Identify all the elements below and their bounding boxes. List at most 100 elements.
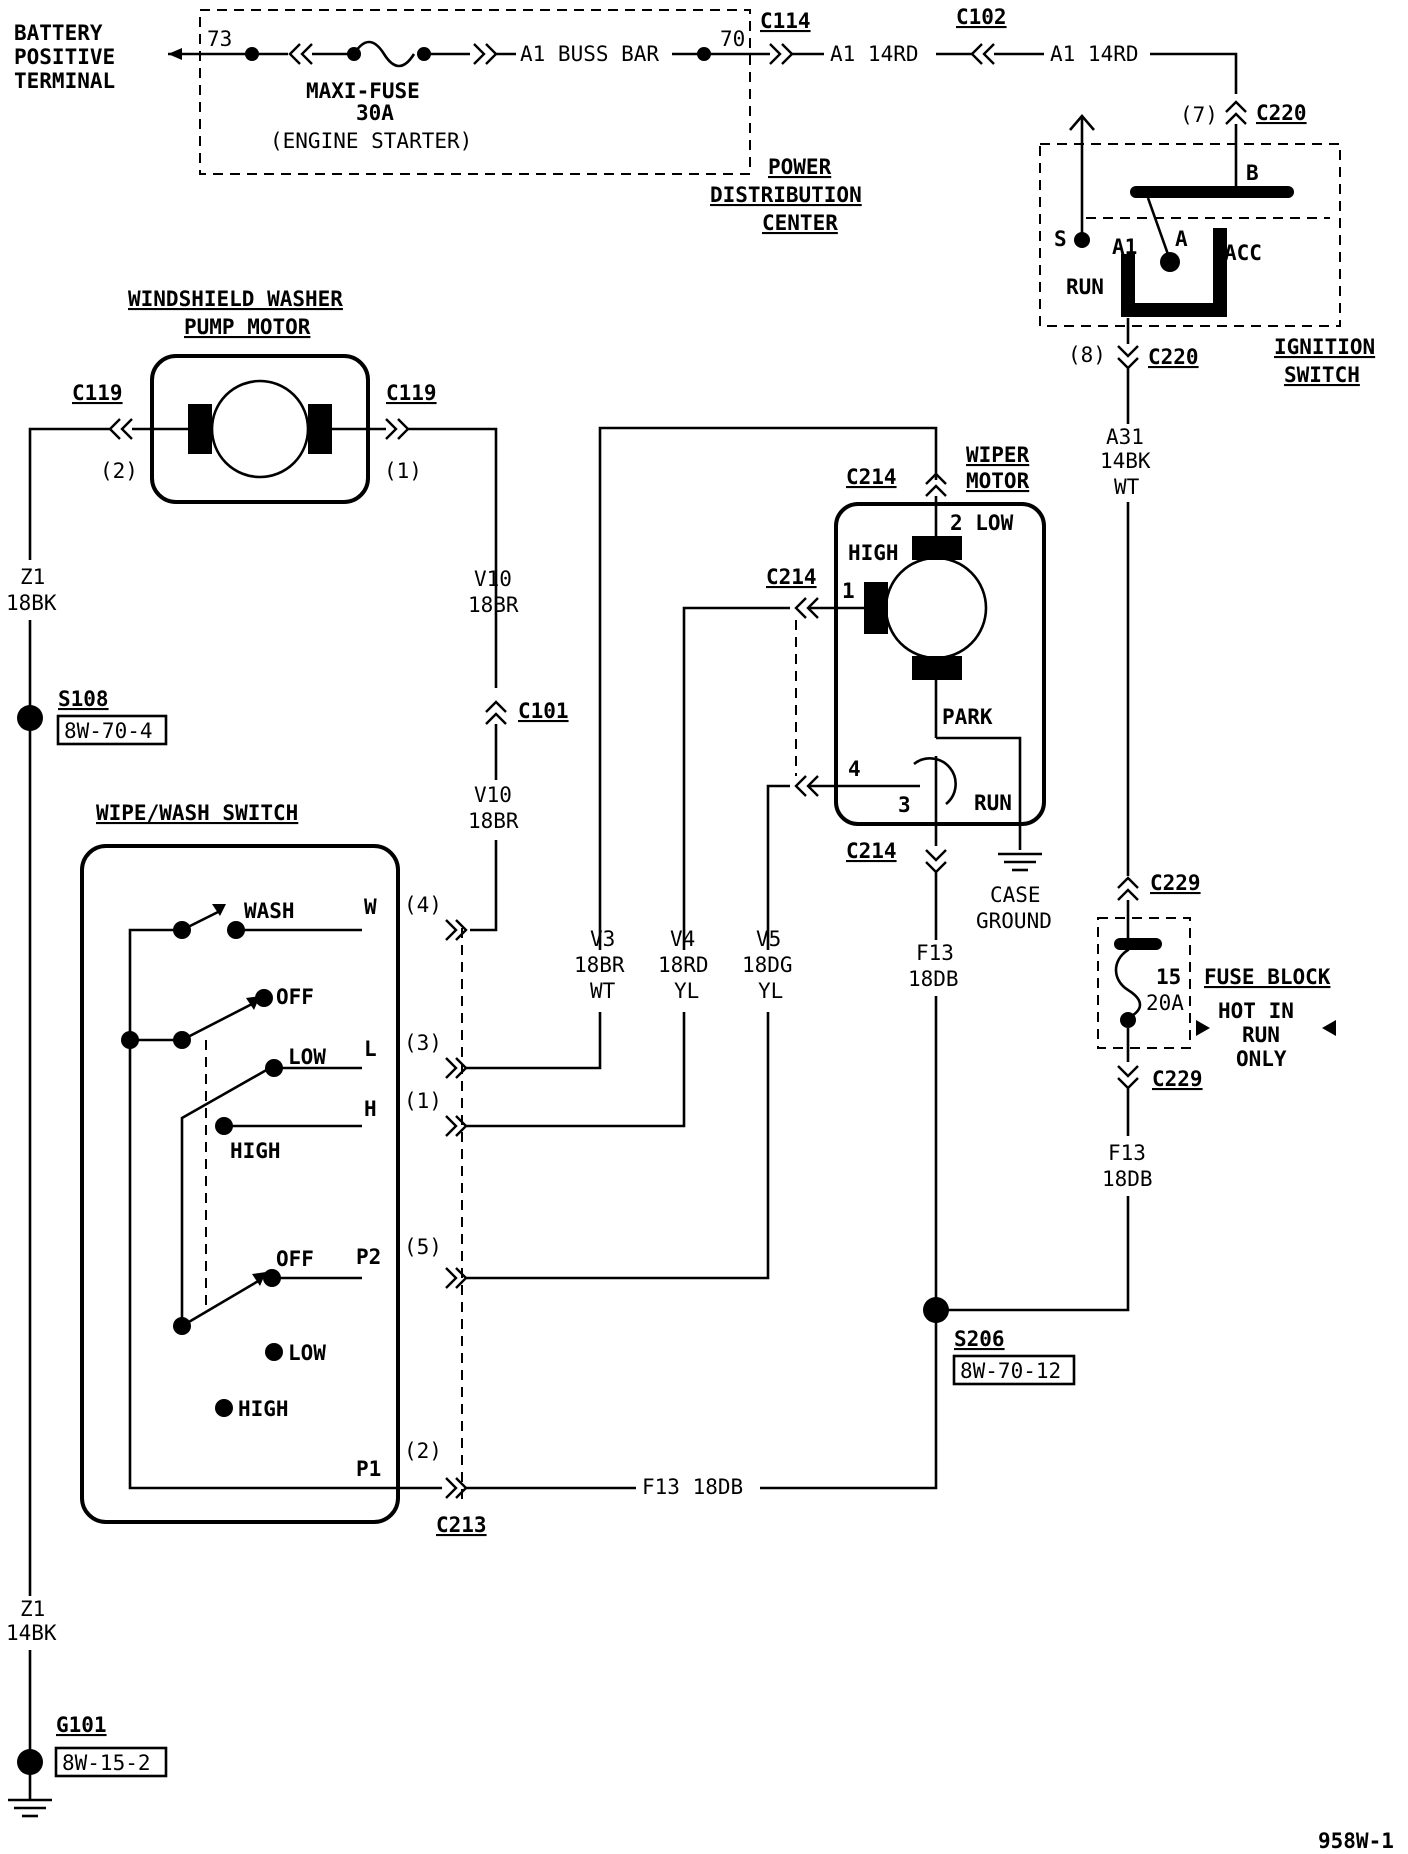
battery-terminal-label: BATTERY POSITIVE TERMINAL bbox=[14, 21, 115, 93]
connector-c229-top-label: C229 bbox=[1150, 871, 1201, 895]
pdc-terminal-dot bbox=[245, 47, 259, 61]
svg-text:YL: YL bbox=[758, 979, 783, 1003]
connector-c119-right-icon bbox=[385, 418, 410, 440]
svg-text:18RD: 18RD bbox=[658, 953, 709, 977]
svg-text:18BR: 18BR bbox=[574, 953, 625, 977]
svg-text:CENTER: CENTER bbox=[762, 211, 838, 235]
wipe-wash-switch-box bbox=[80, 844, 400, 1524]
svg-text:POSITIVE: POSITIVE bbox=[14, 45, 115, 69]
wire-f13-fuse-label: F13 18DB bbox=[1102, 1141, 1153, 1191]
connector-c114-label: C114 bbox=[760, 9, 811, 33]
svg-text:V3: V3 bbox=[590, 927, 615, 951]
svg-text:Z1: Z1 bbox=[20, 565, 45, 589]
svg-text:F13: F13 bbox=[916, 941, 954, 965]
ignition-pin-a: A bbox=[1175, 227, 1188, 251]
svg-text:ONLY: ONLY bbox=[1236, 1047, 1287, 1071]
pdc-cavity-70: 70 bbox=[720, 27, 745, 51]
svg-text:18BK: 18BK bbox=[6, 591, 57, 615]
fuse-15-icon bbox=[1114, 900, 1142, 1020]
fuse-block-title: FUSE BLOCK bbox=[1204, 965, 1331, 989]
svg-text:14BK: 14BK bbox=[6, 1621, 57, 1645]
svg-text:SWITCH: SWITCH bbox=[1284, 363, 1360, 387]
connector-c213-label: C213 bbox=[436, 1513, 487, 1537]
ignition-pin-b: B bbox=[1246, 161, 1259, 185]
ignition-arrow-up-icon bbox=[1069, 114, 1095, 131]
fuse-connector-left-icon bbox=[288, 43, 313, 65]
wire-a31-label: A31 14BK WT bbox=[1100, 425, 1151, 499]
ignition-cavity-7: (7) bbox=[1180, 103, 1218, 127]
ground-symbol-icon bbox=[8, 1798, 52, 1818]
ground-g101-ref: 8W-15-2 bbox=[62, 1751, 151, 1775]
splice-s108-label: S108 bbox=[58, 687, 109, 711]
switch-terminal-p2: P2 bbox=[356, 1245, 381, 1269]
wire-v10-lower-label: V10 18BR bbox=[468, 783, 519, 833]
wiper-pin-2-low: 2 LOW bbox=[950, 511, 1014, 535]
svg-text:F13: F13 bbox=[1108, 1141, 1146, 1165]
svg-text:WIPER: WIPER bbox=[966, 443, 1030, 467]
maxi-fuse-label: MAXI-FUSE 30A (ENGINE STARTER) bbox=[270, 79, 472, 153]
wire-v3-label: V3 18BR WT bbox=[574, 927, 625, 1003]
svg-text:DISTRIBUTION: DISTRIBUTION bbox=[710, 183, 862, 207]
ignition-pin-s: S bbox=[1054, 227, 1067, 251]
fuse-block-box bbox=[1097, 917, 1191, 1049]
connector-c214-top-label: C214 bbox=[846, 465, 897, 489]
switch-off-label-1: OFF bbox=[276, 985, 314, 1009]
ignition-switch-title: IGNITION SWITCH bbox=[1274, 335, 1375, 387]
wiper-pin-1: 1 bbox=[842, 579, 855, 603]
svg-text:YL: YL bbox=[674, 979, 699, 1003]
connector-c214-mid-icon bbox=[794, 597, 819, 619]
pdc-title: POWER DISTRIBUTION CENTER bbox=[710, 155, 862, 235]
svg-text:POWER: POWER bbox=[768, 155, 832, 179]
connector-c229-top-icon bbox=[1117, 876, 1139, 901]
connector-c214-bottom-label: C214 bbox=[846, 839, 897, 863]
switch-wash-label: WASH bbox=[244, 899, 295, 923]
connector-c214-bottom-icon bbox=[925, 849, 947, 874]
switch-terminal-p1: P1 bbox=[356, 1457, 381, 1481]
svg-text:V10: V10 bbox=[474, 783, 512, 807]
splice-s206-label: S206 bbox=[954, 1327, 1005, 1351]
wire-a1-label-1: A1 14RD bbox=[830, 42, 919, 66]
svg-text:(ENGINE STARTER): (ENGINE STARTER) bbox=[270, 129, 472, 153]
figure-id: 958W-1 bbox=[1318, 1829, 1394, 1853]
svg-text:WT: WT bbox=[590, 979, 616, 1003]
svg-text:18DB: 18DB bbox=[1102, 1167, 1153, 1191]
wire-a1-label-2: A1 14RD bbox=[1050, 42, 1139, 66]
switch-cavity-3: (3) bbox=[404, 1031, 442, 1055]
connector-c229-bottom-icon bbox=[1117, 1065, 1139, 1090]
splice-s206-ref: 8W-70-12 bbox=[960, 1359, 1061, 1383]
fuse-number: 15 bbox=[1156, 965, 1181, 989]
wiper-brush-common bbox=[912, 656, 962, 680]
wiper-pin-3: 3 bbox=[898, 793, 911, 817]
ignition-pin-a1: A1 bbox=[1112, 235, 1137, 259]
svg-text:A31: A31 bbox=[1106, 425, 1144, 449]
splice-s206-dot bbox=[923, 1297, 949, 1323]
connector-c119-left-icon bbox=[108, 418, 133, 440]
connector-c214-top-icon bbox=[925, 472, 947, 497]
connector-c101-icon bbox=[485, 700, 507, 725]
wire-f13-bottom-label: F13 18DB bbox=[642, 1475, 743, 1499]
svg-text:18DB: 18DB bbox=[908, 967, 959, 991]
switch-low-label-2: LOW bbox=[288, 1341, 326, 1365]
svg-text:PUMP MOTOR: PUMP MOTOR bbox=[184, 315, 311, 339]
splice-s108-dot bbox=[17, 705, 43, 731]
hot-arrow-right-icon bbox=[1322, 1020, 1336, 1036]
svg-text:IGNITION: IGNITION bbox=[1274, 335, 1375, 359]
buss-bar-label: A1 BUSS BAR bbox=[520, 42, 659, 66]
svg-text:14BK: 14BK bbox=[1100, 449, 1151, 473]
svg-text:Z1: Z1 bbox=[20, 1597, 45, 1621]
connector-c220-bottom-icon bbox=[1117, 345, 1139, 370]
switch-off-label-2: OFF bbox=[276, 1247, 314, 1271]
fuse-hot-in-run-label: HOT IN RUN ONLY bbox=[1218, 999, 1294, 1071]
switch-terminal-l: L bbox=[364, 1037, 377, 1061]
svg-text:TERMINAL: TERMINAL bbox=[14, 69, 115, 93]
pdc-cavity-73: 73 bbox=[207, 27, 232, 51]
switch-terminal-w: W bbox=[364, 895, 377, 919]
wiper-high-label: HIGH bbox=[848, 541, 899, 565]
svg-text:18BR: 18BR bbox=[468, 593, 519, 617]
wiper-motor-title: WIPER MOTOR bbox=[966, 443, 1030, 493]
svg-text:WINDSHIELD WASHER: WINDSHIELD WASHER bbox=[128, 287, 343, 311]
connector-c213-w-icon bbox=[445, 919, 468, 941]
svg-text:HOT IN: HOT IN bbox=[1218, 999, 1294, 1023]
switch-cavity-5: (5) bbox=[404, 1235, 442, 1259]
washer-motor-icon bbox=[210, 379, 310, 479]
